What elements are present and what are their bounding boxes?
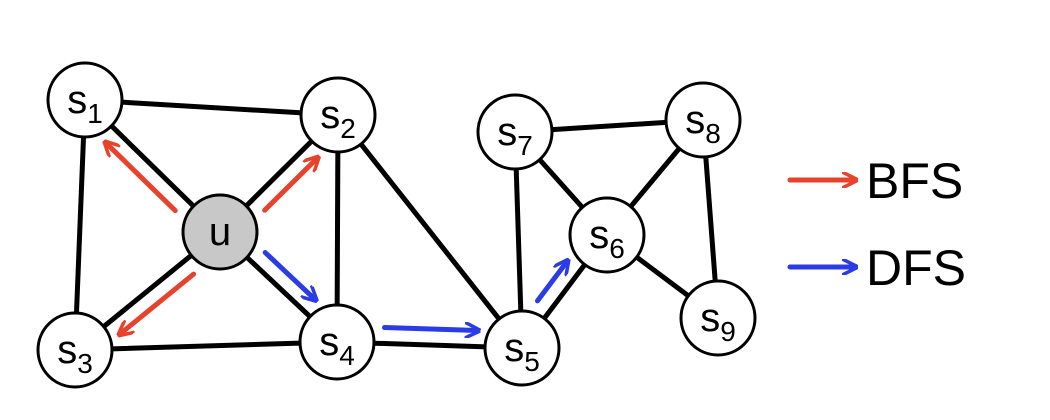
node-u-label: u xyxy=(209,210,231,254)
dfs-arrow-s4-s5 xyxy=(381,328,477,331)
legend-bfs-label: BFS xyxy=(866,153,963,209)
node-s3-label: s3 xyxy=(57,328,93,379)
node-s2: s2 xyxy=(299,76,377,154)
node-s9: s9 xyxy=(679,279,757,357)
node-s1-label: s1 xyxy=(67,78,103,129)
node-s6-circle xyxy=(568,196,646,274)
node-s8-circle xyxy=(664,81,742,159)
node-u: u xyxy=(181,193,259,271)
legend-dfs: DFS xyxy=(787,240,966,296)
node-s3: s3 xyxy=(36,311,114,389)
node-s2-circle xyxy=(299,76,377,154)
node-s3-circle xyxy=(36,311,114,389)
node-s1: s1 xyxy=(46,61,124,139)
node-s9-circle xyxy=(679,279,757,357)
node-s7-circle xyxy=(476,93,554,171)
node-s7-label: s7 xyxy=(497,110,533,161)
node-s1-circle xyxy=(46,61,124,139)
edge-s2-s5 xyxy=(335,112,525,351)
node-s6-label: s6 xyxy=(589,213,625,264)
node-s4-label: s4 xyxy=(319,320,355,371)
node-s5-label: s5 xyxy=(504,326,540,377)
dfs-arrow-u-s4 xyxy=(262,250,315,300)
node-s4: s4 xyxy=(298,303,376,381)
node-s5: s5 xyxy=(483,309,561,387)
node-s5-circle xyxy=(483,309,561,387)
legend: BFS DFS xyxy=(787,153,966,296)
edge-s1-s3 xyxy=(72,97,88,353)
bfs-arrow-u-s3 xyxy=(120,271,197,334)
node-s4-circle xyxy=(298,303,376,381)
edge-s1-s2 xyxy=(82,97,341,118)
node-s6: s6 xyxy=(568,196,646,274)
traversal-arrows-layer xyxy=(106,143,567,334)
node-u-circle xyxy=(181,193,259,271)
edge-s3-s4 xyxy=(72,339,340,353)
node-s9-label: s9 xyxy=(700,296,736,347)
dfs-arrow-s5-s6 xyxy=(534,261,567,304)
legend-bfs: BFS xyxy=(787,153,963,209)
bfs-arrow-u-s1 xyxy=(106,143,178,214)
bfs-arrow-u-s2 xyxy=(262,158,318,213)
node-s8-label: s8 xyxy=(685,98,721,149)
nodes-layer: s1 s2 s3 u s4 s5 s6 s7 s8 s9 xyxy=(36,61,757,389)
node-s8: s8 xyxy=(664,81,742,159)
legend-dfs-label: DFS xyxy=(866,240,966,296)
node-s2-label: s2 xyxy=(320,93,356,144)
node-s7: s7 xyxy=(476,93,554,171)
